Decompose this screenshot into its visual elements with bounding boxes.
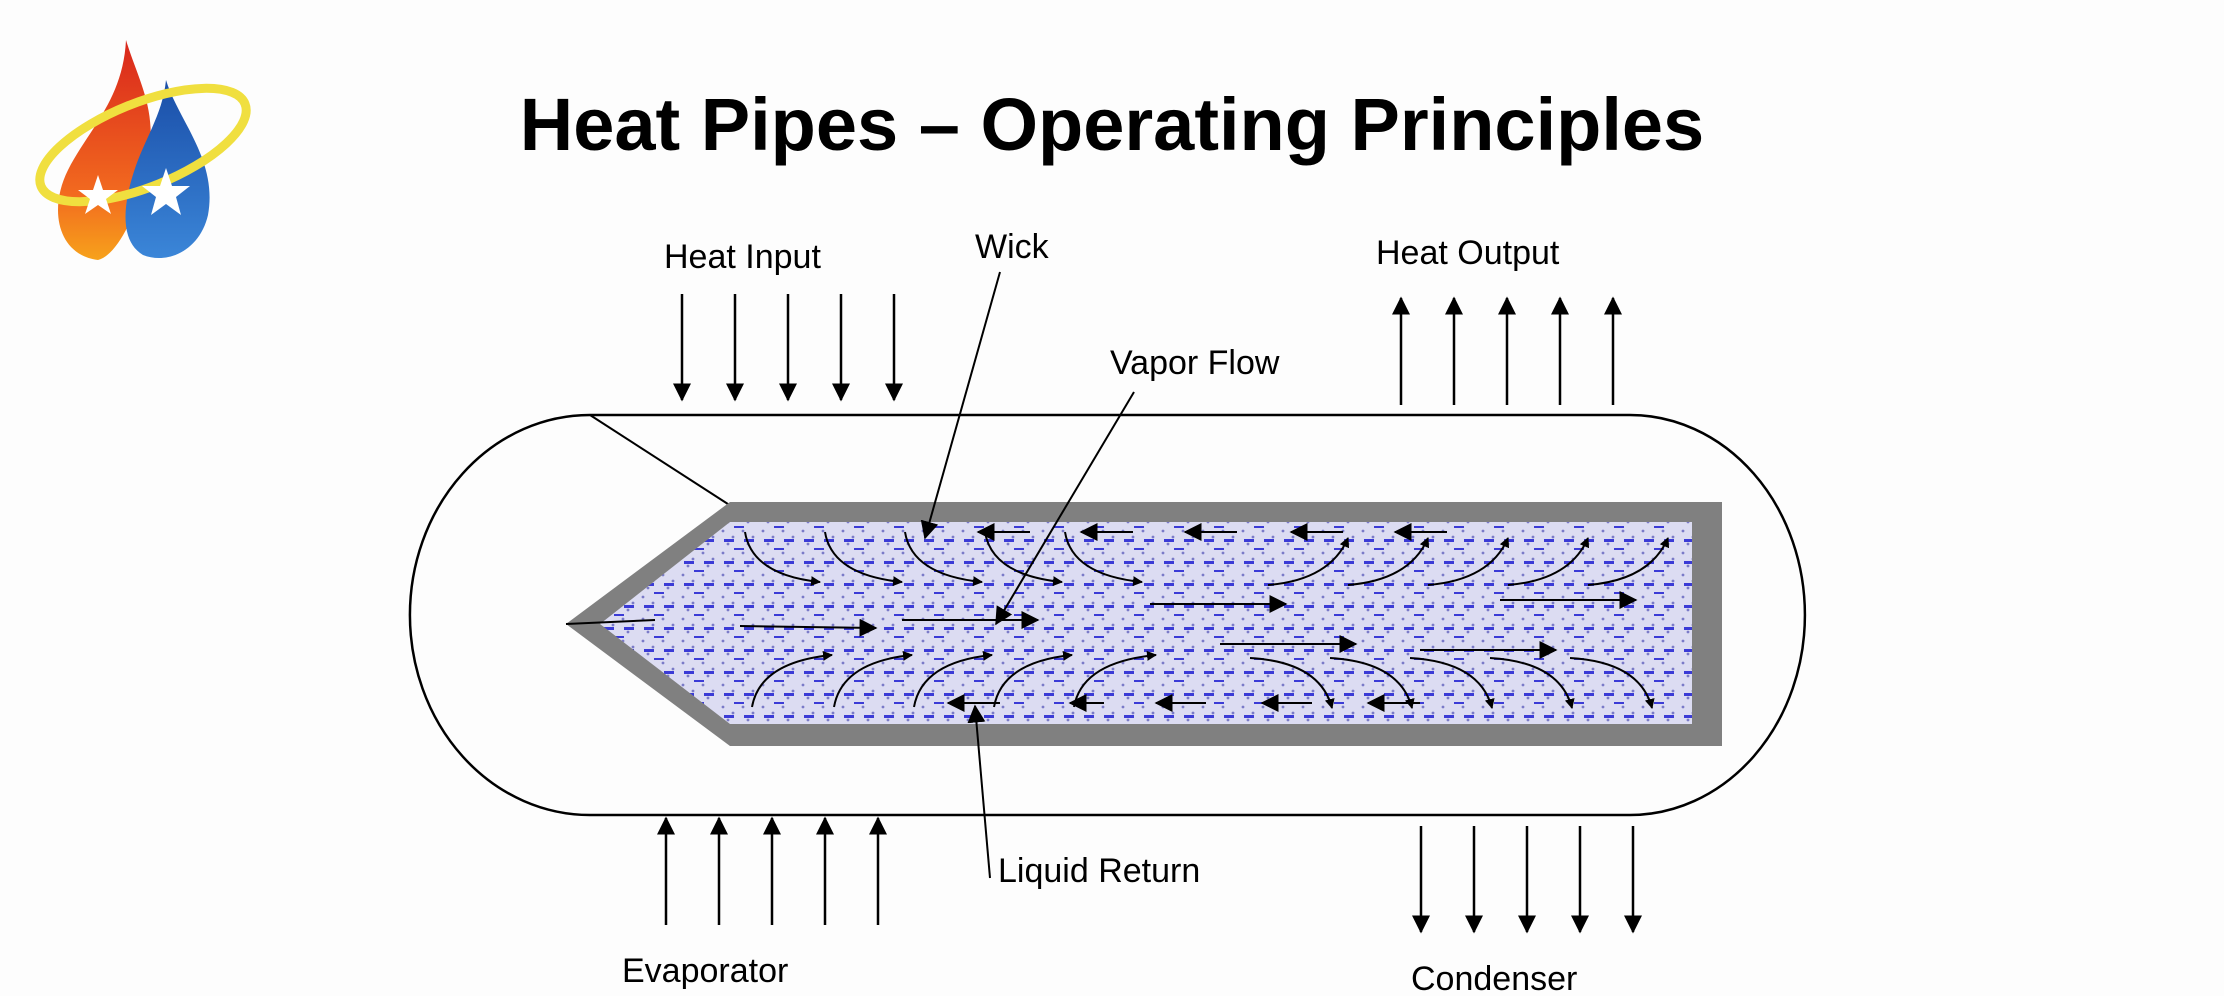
evaporator-arrows [657, 816, 887, 925]
condenser-arrows [1412, 826, 1642, 934]
pipe-outline [408, 413, 1807, 817]
callout-lines [920, 271, 1135, 879]
heat-output-label: Heat Output [1376, 234, 1560, 272]
condenser-label: Condenser [1411, 960, 1577, 996]
vapor-flow-arrows [565, 531, 1670, 709]
wick-label: Wick [975, 228, 1050, 266]
evaporator-label: Evaporator [622, 952, 788, 990]
heat-output-arrows [1392, 296, 1622, 405]
heat-input-label: Heat Input [664, 238, 821, 276]
wick-body [566, 502, 1722, 746]
page-title: Heat Pipes – Operating Principles [519, 83, 1705, 166]
vapor-flow-label: Vapor Flow [1110, 344, 1280, 382]
liquid-return-arrows [946, 523, 1447, 712]
flame-drop-logo-icon [35, 40, 251, 260]
liquid-return-label: Liquid Return [998, 852, 1200, 890]
heat-input-arrows [673, 294, 903, 402]
